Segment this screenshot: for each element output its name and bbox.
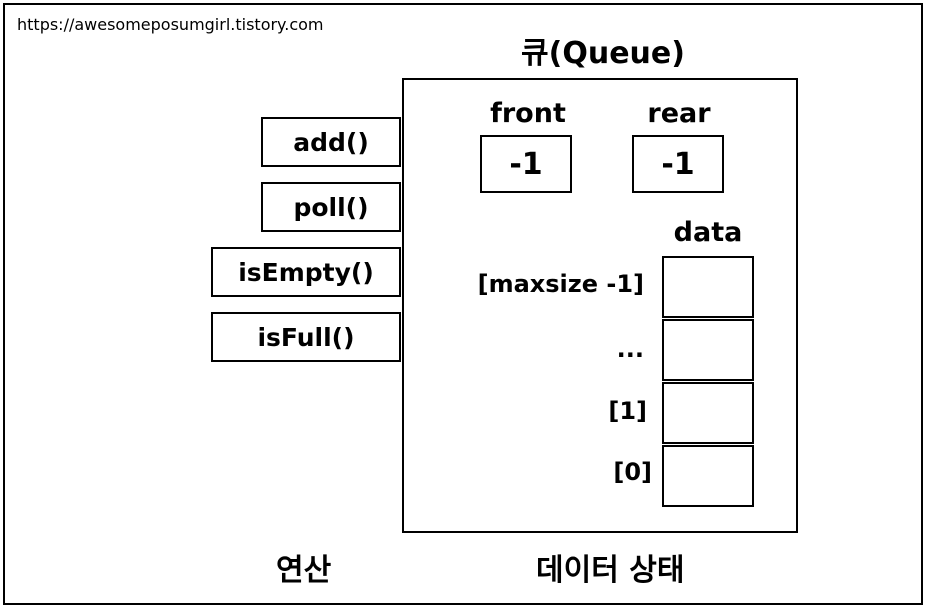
front-value-box: -1 xyxy=(480,135,572,193)
data-cell-ellipsis xyxy=(662,319,754,381)
operation-poll: poll() xyxy=(261,182,401,232)
rear-label: rear xyxy=(647,98,711,129)
source-url: https://awesomeposumgirl.tistory.com xyxy=(17,15,324,34)
index-0: [0] xyxy=(613,458,652,486)
index-maxsize: [maxsize -1] xyxy=(477,270,644,298)
operation-isempty: isEmpty() xyxy=(211,247,401,297)
diagram-title: 큐(Queue) xyxy=(521,36,685,71)
data-label: data xyxy=(673,217,743,248)
index-ellipsis: ... xyxy=(616,335,644,363)
caption-operations: 연산 xyxy=(276,553,332,588)
index-1: [1] xyxy=(608,397,647,425)
front-label: front xyxy=(490,98,566,129)
data-state-box xyxy=(402,78,798,533)
rear-value-box: -1 xyxy=(632,135,724,193)
caption-data-state: 데이터 상태 xyxy=(536,553,685,588)
data-cell-0 xyxy=(662,445,754,507)
data-cell-maxsize xyxy=(662,256,754,318)
diagram-frame xyxy=(3,3,923,605)
data-cell-1 xyxy=(662,382,754,444)
operation-add: add() xyxy=(261,117,401,167)
operation-isfull: isFull() xyxy=(211,312,401,362)
